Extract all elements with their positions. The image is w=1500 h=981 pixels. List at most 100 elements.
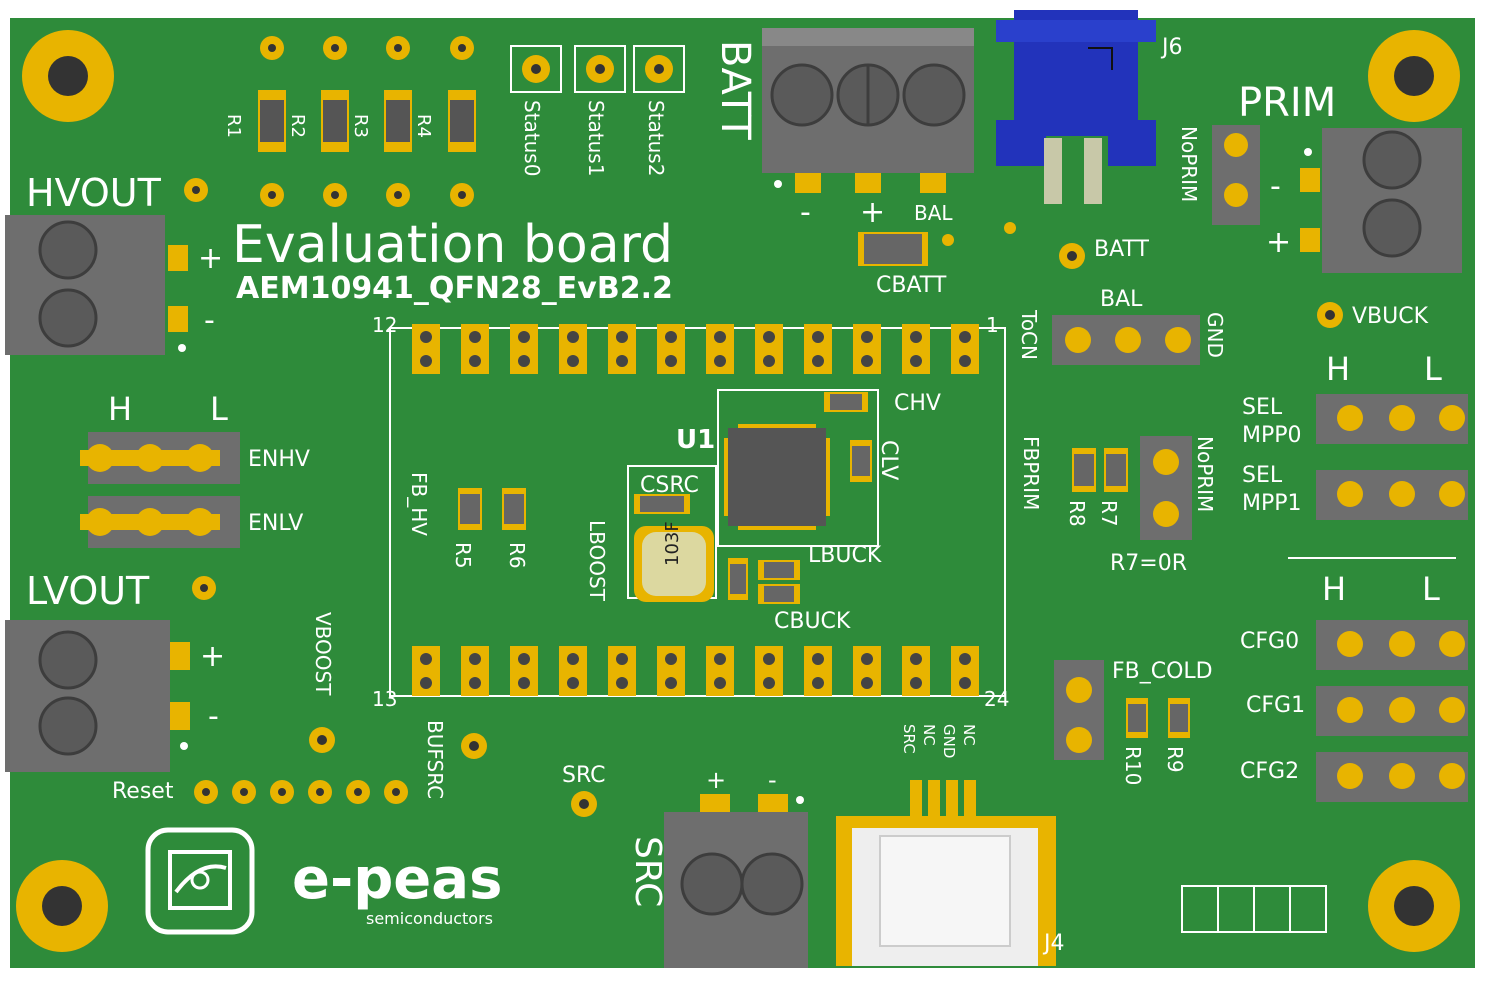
header-pin-pair — [657, 646, 685, 696]
label-r2: R2 — [287, 114, 308, 138]
j6-connector: J6 — [996, 10, 1183, 204]
header-pin-pair — [510, 646, 538, 696]
label-cfg0: CFG0 — [1240, 629, 1299, 654]
label-bufsrc: BUFSRC — [423, 720, 447, 799]
label-cfg2: CFG2 — [1240, 759, 1299, 784]
label-lbuck: LBUCK — [808, 543, 882, 568]
label-batt-minus: - — [800, 195, 811, 230]
label-r10: R10 — [1121, 746, 1145, 785]
pin-13: 13 — [372, 687, 397, 711]
label-vbuck: VBUCK — [1352, 304, 1429, 329]
resistor-array: R1 R2 R3 R4 — [223, 36, 476, 207]
header-pin-pair — [755, 646, 783, 696]
header-pin-pair — [657, 324, 685, 374]
header-pin-pair — [559, 646, 587, 696]
header-pin-pair — [510, 324, 538, 374]
label-cbuck: CBUCK — [774, 609, 851, 634]
label-reset: Reset — [112, 779, 174, 804]
label-r7-note: R7=0R — [1110, 551, 1187, 576]
board-part-number: AEM10941_QFN28_EvB2.2 — [236, 271, 673, 306]
bottom-pin-header — [412, 646, 979, 696]
jumper-row — [1316, 752, 1468, 802]
fb-cold-area: FB_COLD R10 R9 — [1054, 659, 1213, 785]
label-r8: R8 — [1065, 500, 1089, 527]
label-noprim2: NoPRIM — [1193, 436, 1217, 512]
label-cfg1: CFG1 — [1246, 693, 1305, 718]
label-chv: CHV — [894, 391, 941, 416]
label-prim-minus: - — [1270, 169, 1281, 204]
u1-area: U1 CHV CLV CSRC 103F LBOOST LBUCK CBUCK … — [407, 389, 941, 634]
epeas-logo: e-peas semiconductors — [145, 827, 502, 935]
label-cbatt: CBATT — [876, 273, 947, 298]
header-pin-pair — [755, 324, 783, 374]
header-pin-pair — [559, 324, 587, 374]
label-r6: R6 — [505, 542, 529, 569]
header-pin-pair — [608, 646, 636, 696]
label-h-sel: H — [1326, 350, 1350, 388]
label-r3: R3 — [350, 114, 371, 138]
src-terminal-block: + - SRC — [627, 766, 808, 968]
logo-name: e-peas — [292, 847, 502, 912]
label-r1: R1 — [223, 114, 244, 138]
label-l-enable: L — [210, 390, 228, 428]
label-prim-plus: + — [1266, 225, 1291, 260]
j4-usb-connector: SRC NC GND NC J4 — [836, 724, 1065, 966]
board-title: Evaluation board — [232, 215, 673, 275]
pin-1: 1 — [986, 313, 999, 337]
label-bal2: BAL — [1100, 287, 1143, 312]
label-lvout-plus: + — [200, 639, 225, 674]
label-lboost: LBOOST — [585, 520, 609, 602]
mounting-holes — [16, 30, 1460, 952]
label-hvout-plus: + — [198, 241, 223, 276]
label-src: SRC — [562, 763, 606, 788]
header-pin-pair — [853, 646, 881, 696]
j4-pin-nc2: NC — [960, 724, 978, 746]
label-src-big: SRC — [627, 836, 668, 907]
label-src-minus: - — [768, 766, 777, 794]
header-pin-pair — [706, 324, 734, 374]
label-j4: J4 — [1042, 931, 1065, 956]
hvout-terminal-block: HVOUT + - — [5, 171, 223, 355]
label-h-enable: H — [108, 390, 132, 428]
jumper-row — [1316, 470, 1468, 520]
label-sel-mpp1-a: SEL — [1242, 463, 1283, 488]
label-prim-big: PRIM — [1238, 80, 1336, 126]
header-pin-pair — [951, 324, 979, 374]
reset-pad-row — [194, 780, 408, 804]
header-pin-pair — [412, 646, 440, 696]
enable-jumpers: H L ENHV ENLV — [80, 390, 310, 548]
label-r7: R7 — [1097, 500, 1121, 527]
label-hvout-minus: - — [204, 303, 215, 338]
label-sel-mpp0-b: MPP0 — [1242, 423, 1302, 448]
label-batt: BATT — [1094, 237, 1149, 262]
batt-terminal-block: BATT - + BAL — [712, 28, 974, 230]
jumper-row — [1316, 394, 1468, 444]
label-u1: U1 — [676, 425, 715, 455]
header-pin-pair — [608, 324, 636, 374]
label-lvout-minus: - — [208, 699, 219, 734]
label-batt-big: BATT — [712, 40, 758, 140]
fbprim-area: FBPRIM R8 R7 NoPRIM R7=0R — [1019, 436, 1217, 576]
header-pin-pair — [902, 324, 930, 374]
label-h-cfg: H — [1322, 570, 1346, 608]
label-clv: CLV — [876, 440, 901, 480]
header-pin-pair — [804, 646, 832, 696]
jumper-row — [1316, 620, 1468, 670]
label-fbprim: FBPRIM — [1019, 436, 1043, 510]
label-enhv: ENHV — [248, 447, 310, 472]
status-testpoints: Status0 Status1 Status2 — [510, 45, 685, 176]
label-batt-bal: BAL — [914, 201, 953, 225]
header-pin-pair — [461, 646, 489, 696]
j4-pin-src: SRC — [900, 724, 918, 754]
label-l-sel: L — [1424, 350, 1442, 388]
label-sel-mpp1-b: MPP1 — [1242, 491, 1302, 516]
label-status0: Status0 — [520, 100, 544, 176]
label-r4: R4 — [413, 114, 434, 138]
label-l-cfg: L — [1422, 570, 1440, 608]
label-tocn: ToCN — [1017, 309, 1041, 360]
bal-header: BAL ToCN GND — [1017, 287, 1227, 365]
label-status2: Status2 — [644, 100, 668, 176]
inductor-code: 103F — [662, 521, 683, 566]
label-status1: Status1 — [584, 100, 608, 176]
